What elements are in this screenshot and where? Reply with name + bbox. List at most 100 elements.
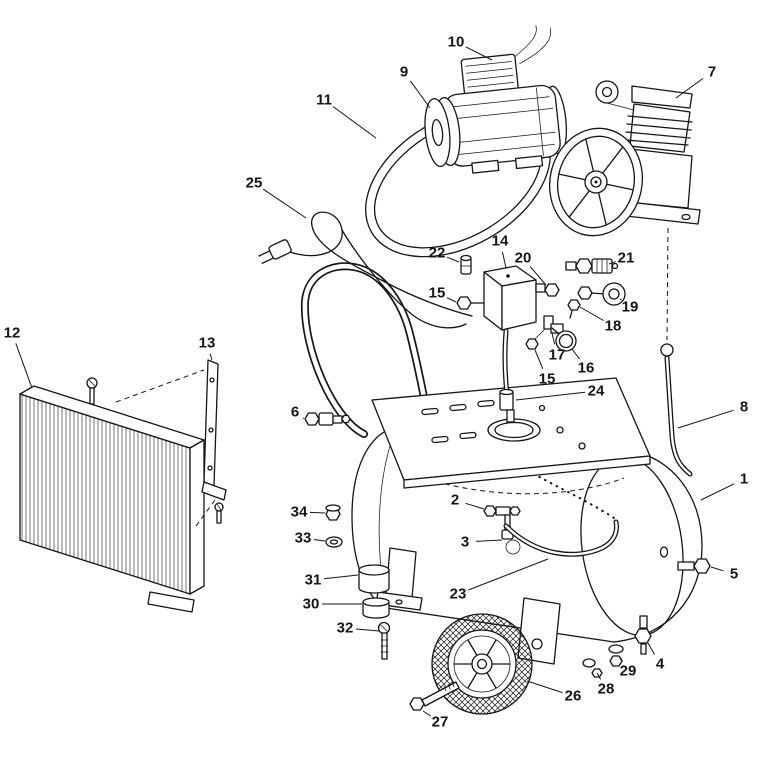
power-plug xyxy=(258,239,292,264)
bracket-13 xyxy=(201,359,227,524)
part-number-label: 30 xyxy=(303,596,320,613)
callout-14: 14 xyxy=(492,233,509,269)
leader-line xyxy=(710,566,724,572)
leader-line xyxy=(355,628,380,632)
part-number-label: 32 xyxy=(337,620,354,637)
mounting-platform xyxy=(371,377,651,489)
callout-29: 29 xyxy=(619,656,636,680)
leader-line xyxy=(465,46,493,61)
leader-line xyxy=(313,539,326,542)
pressure-switch-assembly xyxy=(456,254,626,352)
motor-wire xyxy=(519,27,552,64)
part-number-label: 19 xyxy=(622,299,639,316)
callout-27: 27 xyxy=(422,710,449,731)
part-number-label: 10 xyxy=(448,34,465,51)
part-number-label: 12 xyxy=(4,325,21,342)
callout-26: 26 xyxy=(526,680,581,705)
leader-line xyxy=(468,558,549,591)
callout-19: 19 xyxy=(619,298,639,316)
pull-ring xyxy=(505,539,521,555)
callout-17: 17 xyxy=(549,332,566,364)
part-number-label: 9 xyxy=(400,64,408,81)
part-number-label: 11 xyxy=(316,92,332,109)
callout-24: 24 xyxy=(515,383,605,401)
gauge-16 xyxy=(551,327,577,352)
rod-knob xyxy=(660,343,674,357)
leader-line xyxy=(465,502,485,510)
fin-face xyxy=(19,393,191,595)
leader-line xyxy=(534,349,544,369)
part-number-label: 15 xyxy=(429,285,446,302)
rubber-foot-30 xyxy=(362,597,390,619)
leader-line xyxy=(302,417,305,420)
leader-line xyxy=(332,106,377,139)
leader-line xyxy=(619,298,622,301)
leader-line xyxy=(551,332,556,345)
fitting-20 xyxy=(535,283,560,297)
part-number-label: 34 xyxy=(291,504,308,521)
leader-line xyxy=(15,343,33,389)
leader-line xyxy=(608,261,616,265)
leader-line xyxy=(647,642,655,655)
drain-fitting-2 xyxy=(483,505,521,517)
leader-line xyxy=(209,353,213,361)
callout-23: 23 xyxy=(450,558,549,603)
callout-32: 32 xyxy=(337,620,380,637)
part-number-label: 27 xyxy=(432,714,449,731)
callout-2: 2 xyxy=(451,492,485,510)
wheel xyxy=(431,613,533,715)
cylinder-head xyxy=(631,85,693,109)
leader-line xyxy=(677,409,734,429)
part-number-label: 15 xyxy=(539,371,556,388)
callout-4: 4 xyxy=(647,642,665,673)
callout-5: 5 xyxy=(710,566,738,583)
callout-30: 30 xyxy=(303,596,362,613)
part-number-label: 25 xyxy=(246,175,263,192)
callout-1: 1 xyxy=(700,471,748,501)
leader-line xyxy=(515,391,586,401)
condenser-panel xyxy=(19,369,219,613)
leader-line xyxy=(596,672,602,680)
fitting-15-bottom xyxy=(525,329,545,350)
part-number-label: 17 xyxy=(549,347,566,364)
callout-13: 13 xyxy=(199,335,216,361)
callout-33: 33 xyxy=(295,530,326,547)
part-number-label: 2 xyxy=(451,492,459,509)
leader-line xyxy=(475,539,503,542)
flywheel xyxy=(548,127,644,237)
pump-unit xyxy=(548,80,701,341)
cap-nut-34 xyxy=(325,504,341,521)
nut-washer-29 xyxy=(608,644,624,667)
leader-line xyxy=(422,710,432,717)
part-number-label: 24 xyxy=(588,383,605,400)
leader-line xyxy=(309,511,326,514)
part-number-label: 1 xyxy=(740,471,748,488)
leader-line xyxy=(571,348,580,360)
callout-31: 31 xyxy=(305,572,359,589)
callout-7: 7 xyxy=(675,64,716,99)
leader-line xyxy=(675,77,704,99)
pipe-23 xyxy=(503,519,619,557)
handle xyxy=(300,262,433,438)
leader-line xyxy=(501,251,507,269)
leader-line xyxy=(323,574,359,580)
regulator-19 xyxy=(577,282,626,306)
cable-gland xyxy=(460,254,472,275)
down-pipe-24 xyxy=(499,328,515,423)
part-number-label: 6 xyxy=(291,404,299,421)
tire xyxy=(431,613,533,715)
safety-valve-21 xyxy=(565,258,619,274)
elbow-17 xyxy=(543,315,564,334)
plug-hole xyxy=(659,546,669,558)
part-number-label: 13 xyxy=(199,335,216,352)
part-number-label: 16 xyxy=(578,360,595,377)
part-number-label: 18 xyxy=(605,318,622,335)
callout-9: 9 xyxy=(400,64,431,109)
callout-11: 11 xyxy=(316,92,377,139)
callout-22: 22 xyxy=(429,245,460,263)
callout-8: 8 xyxy=(677,399,748,429)
part-number-label: 33 xyxy=(295,530,312,547)
callout-25: 25 xyxy=(246,175,307,219)
